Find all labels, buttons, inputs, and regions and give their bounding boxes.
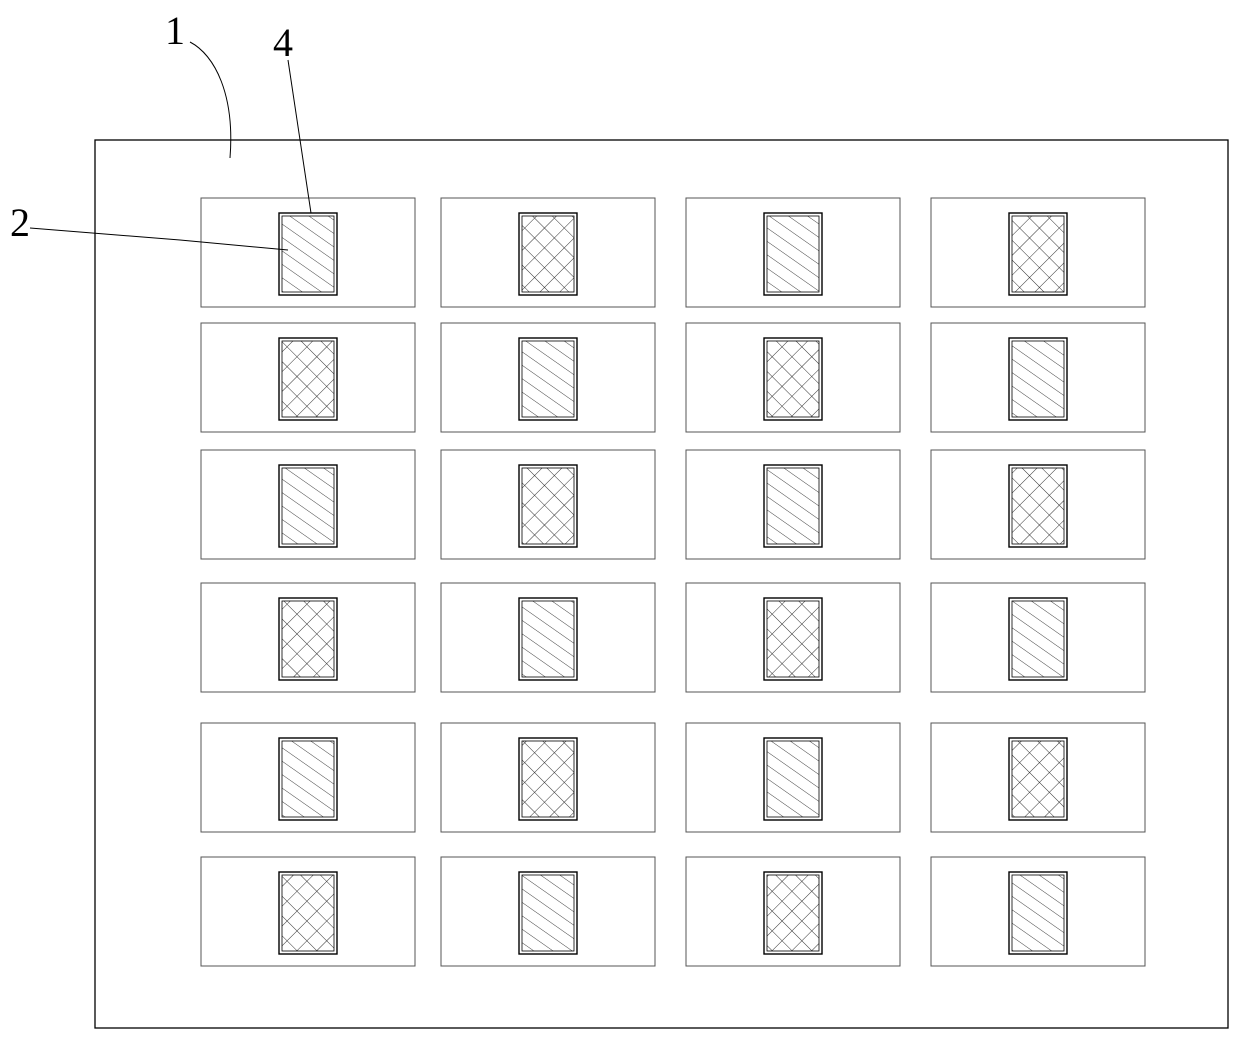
diagonal-hatched-region bbox=[282, 468, 334, 544]
cross-hatched-region bbox=[282, 601, 334, 677]
cell bbox=[441, 198, 655, 307]
cell bbox=[686, 857, 900, 966]
cell bbox=[686, 583, 900, 692]
cell bbox=[201, 450, 415, 559]
cell bbox=[201, 723, 415, 832]
cell bbox=[441, 323, 655, 432]
cell bbox=[686, 723, 900, 832]
cell bbox=[201, 323, 415, 432]
cross-hatched-region bbox=[522, 216, 574, 292]
cell bbox=[441, 583, 655, 692]
reference-numeral-1: 1 bbox=[165, 8, 185, 53]
cross-hatched-region bbox=[767, 601, 819, 677]
leader-line-2 bbox=[30, 228, 288, 250]
cross-hatched-region bbox=[282, 341, 334, 417]
diagonal-hatched-region bbox=[767, 216, 819, 292]
cell bbox=[201, 198, 415, 307]
cross-hatched-region bbox=[767, 341, 819, 417]
reference-numeral-4: 4 bbox=[273, 20, 293, 65]
cell bbox=[931, 583, 1145, 692]
diagonal-hatched-region bbox=[1012, 601, 1064, 677]
cell bbox=[441, 723, 655, 832]
cross-hatched-region bbox=[767, 875, 819, 951]
diagonal-hatched-region bbox=[282, 741, 334, 817]
diagonal-hatched-region bbox=[767, 741, 819, 817]
cross-hatched-region bbox=[522, 741, 574, 817]
diagonal-hatched-region bbox=[522, 601, 574, 677]
reference-numeral-2: 2 bbox=[10, 200, 30, 245]
cell bbox=[931, 450, 1145, 559]
cell-grid bbox=[201, 198, 1145, 966]
cell bbox=[201, 583, 415, 692]
leader-line-4 bbox=[288, 60, 311, 213]
diagonal-hatched-region bbox=[522, 875, 574, 951]
cross-hatched-region bbox=[1012, 741, 1064, 817]
cross-hatched-region bbox=[522, 468, 574, 544]
cell bbox=[441, 857, 655, 966]
diagonal-hatched-region bbox=[1012, 875, 1064, 951]
cell bbox=[441, 450, 655, 559]
cell bbox=[931, 723, 1145, 832]
cross-hatched-region bbox=[1012, 216, 1064, 292]
cell bbox=[931, 323, 1145, 432]
diagonal-hatched-region bbox=[1012, 341, 1064, 417]
cell bbox=[931, 198, 1145, 307]
cell bbox=[686, 323, 900, 432]
cross-hatched-region bbox=[1012, 468, 1064, 544]
diagonal-hatched-region bbox=[522, 341, 574, 417]
diagonal-hatched-region bbox=[767, 468, 819, 544]
cell bbox=[686, 198, 900, 307]
diagonal-hatched-region bbox=[282, 216, 334, 292]
cross-hatched-region bbox=[282, 875, 334, 951]
cell bbox=[201, 857, 415, 966]
cell bbox=[686, 450, 900, 559]
cell bbox=[931, 857, 1145, 966]
